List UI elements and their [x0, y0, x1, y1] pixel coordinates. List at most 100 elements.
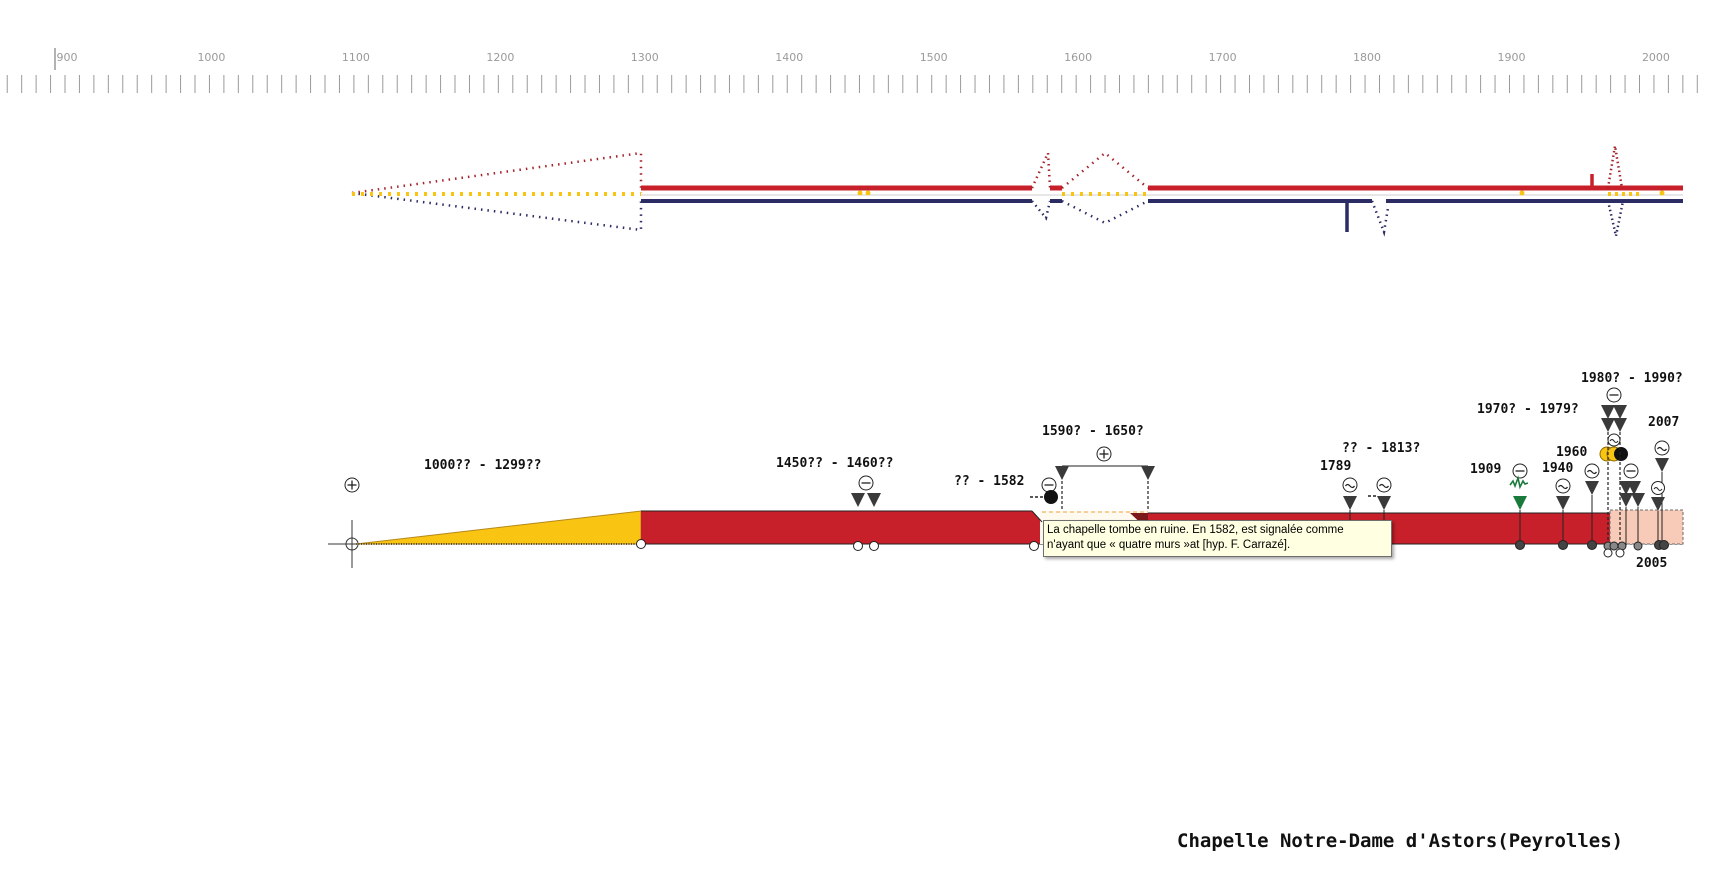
ruin-event-marker[interactable] [1044, 490, 1058, 504]
event-node[interactable] [869, 541, 879, 551]
yellow-dot [1659, 190, 1665, 196]
dotted-red-spike [1030, 152, 1052, 189]
minus-circle-icon[interactable] [1623, 463, 1639, 479]
event-label: 2005 [1636, 556, 1667, 571]
minus-circle-icon[interactable] [1041, 477, 1057, 493]
event-label: 2007 [1648, 415, 1679, 430]
down-triangle-icon[interactable] [1613, 418, 1627, 432]
yellow-dot [865, 190, 871, 196]
restored-segment[interactable] [1609, 509, 1684, 545]
minus-circle-icon[interactable] [1606, 387, 1622, 403]
event-label: 1909 [1470, 462, 1501, 477]
event-markers [344, 387, 1670, 558]
event-node[interactable] [1029, 541, 1039, 551]
event-node[interactable] [853, 541, 863, 551]
event-node[interactable] [1515, 540, 1525, 550]
taper-edge [1031, 510, 1043, 523]
event-label: 1970? - 1979? [1477, 402, 1579, 417]
damage-zigzag-icon [1509, 475, 1529, 490]
down-triangle-icon[interactable] [1141, 466, 1155, 480]
event-node[interactable] [1603, 548, 1613, 558]
black-event-marker[interactable] [1614, 447, 1628, 461]
down-triangle-icon[interactable] [867, 493, 881, 507]
tilde-circle-icon[interactable] [1654, 440, 1670, 456]
tilde-circle-icon[interactable] [1376, 477, 1392, 493]
tilde-circle-icon[interactable] [1607, 433, 1621, 447]
event-label: 1000?? - 1299?? [424, 458, 541, 473]
ruler-label: 900 [57, 51, 78, 64]
yellow-dot [1519, 190, 1525, 196]
event-node[interactable] [1615, 548, 1625, 558]
down-triangle-icon[interactable] [1513, 496, 1527, 510]
down-triangle-icon[interactable] [1585, 481, 1599, 495]
ruler-label: 2000 [1642, 51, 1670, 64]
existence-bar-segment[interactable] [641, 511, 1032, 544]
down-triangle-icon[interactable] [1619, 493, 1633, 507]
down-triangle-icon[interactable] [1631, 493, 1645, 507]
event-label: 1590? - 1650? [1042, 424, 1144, 439]
ruler-label: 1200 [486, 51, 514, 64]
event-node[interactable] [1659, 540, 1669, 550]
event-label: 1960 [1556, 445, 1587, 460]
down-triangle-icon[interactable] [1055, 466, 1069, 480]
tilde-circle-icon[interactable] [1555, 478, 1571, 494]
event-label: ?? - 1813? [1342, 441, 1420, 456]
ruler-label: 1100 [342, 51, 370, 64]
down-triangle-icon[interactable] [1651, 497, 1665, 511]
dotted-uncertain-navy-wedge [351, 191, 643, 232]
down-triangle-icon[interactable] [1343, 496, 1357, 510]
down-triangle-icon[interactable] [1601, 418, 1615, 432]
event-label: 1980? - 1990? [1581, 371, 1683, 386]
down-triangle-icon[interactable] [1655, 458, 1669, 472]
yellow-dot [857, 190, 863, 196]
down-triangle-icon[interactable] [1601, 405, 1615, 419]
uncertain-construction-wedge[interactable] [355, 510, 642, 545]
minus-circle-icon[interactable] [858, 475, 874, 491]
ruler-label: 1000 [197, 51, 225, 64]
dotted-navy-dip [1370, 200, 1390, 237]
dotted-red-spike [1606, 145, 1624, 189]
dotted-navy-diamond [1061, 199, 1149, 225]
ruler-label: 1500 [920, 51, 948, 64]
ruler-label: 1700 [1209, 51, 1237, 64]
ruler-label: 1300 [631, 51, 659, 64]
down-triangle-icon[interactable] [851, 493, 865, 507]
tilde-circle-icon[interactable] [1342, 477, 1358, 493]
ruler-ticks [6, 75, 1698, 93]
tooltip-line: La chapelle tombe en ruine. En 1582, est… [1047, 524, 1344, 536]
event-node[interactable] [1587, 540, 1597, 550]
event-label: 1940 [1542, 461, 1573, 476]
minus-circle-icon[interactable] [1512, 463, 1528, 479]
down-triangle-icon[interactable] [1613, 405, 1627, 419]
event-label: 1450?? - 1460?? [776, 456, 893, 471]
down-triangle-icon[interactable] [1377, 496, 1391, 510]
down-triangle-icon[interactable] [1627, 481, 1641, 495]
event-tooltip: La chapelle tombe en ruine. En 1582, est… [1043, 520, 1392, 557]
down-triangle-icon[interactable] [1556, 496, 1570, 510]
ruler-label: 1900 [1498, 51, 1526, 64]
dotted-uncertain-red-wedge [351, 151, 643, 195]
dotted-navy-spike [1606, 200, 1625, 237]
event-label: 1789 [1320, 459, 1351, 474]
tilde-circle-icon[interactable] [1584, 463, 1600, 479]
plus-circle-icon[interactable] [1096, 446, 1112, 462]
tooltip-line: n'ayant que « quatre murs »at [hyp. F. C… [1047, 539, 1291, 551]
event-node[interactable] [1609, 541, 1619, 551]
plus-circle-icon[interactable] [344, 477, 360, 493]
event-labels: 1000?? - 1299?? 1450?? - 1460?? ?? - 158… [424, 371, 1683, 571]
strand-timeline [351, 145, 1683, 237]
event-node[interactable] [1558, 540, 1568, 550]
ruler-label: 1600 [1064, 51, 1092, 64]
dotted-navy-spike [1031, 200, 1052, 221]
event-node[interactable] [636, 539, 646, 549]
event-label: ?? - 1582 [954, 474, 1024, 489]
tilde-circle-icon[interactable] [1651, 481, 1665, 495]
dotted-red-diamond [1061, 151, 1149, 189]
event-node[interactable] [1633, 541, 1643, 551]
ruler-label: 1800 [1353, 51, 1381, 64]
history-bar [328, 509, 1684, 568]
page-title: Chapelle Notre-Dame d'Astors(Peyrolles) [1177, 830, 1623, 852]
